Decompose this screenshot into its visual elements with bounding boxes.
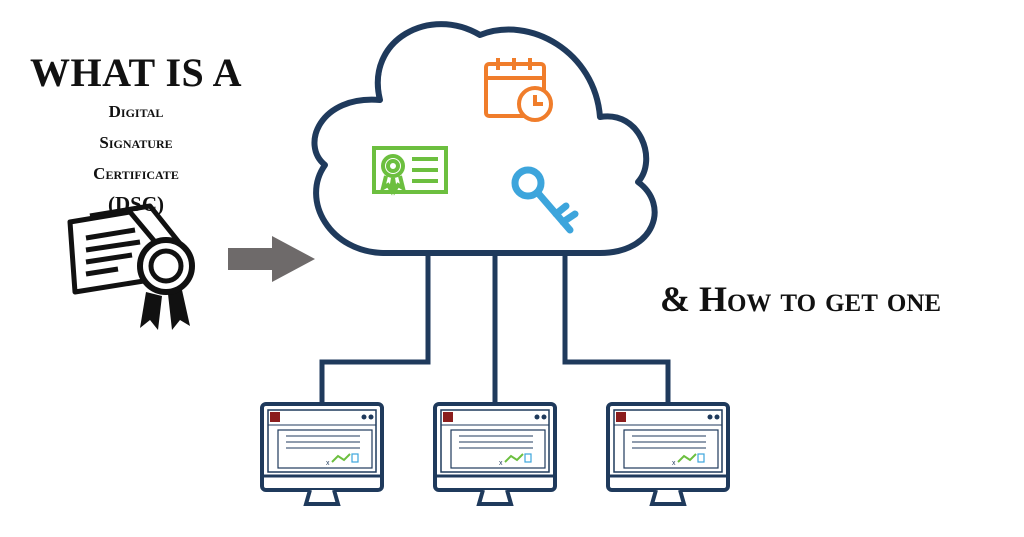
heading-line-4: Certificate [93, 164, 179, 183]
user-icon [524, 453, 532, 463]
tagline: & How to get one [660, 279, 942, 319]
window-dot-icon [714, 414, 720, 420]
window-dot-icon [368, 414, 374, 420]
window-dot-icon [534, 414, 540, 420]
close-mark: x [326, 460, 330, 467]
cloud-icon [311, 21, 658, 256]
monitor-stand [476, 489, 514, 506]
app-logo-icon [270, 412, 280, 422]
window-dot-icon [707, 414, 713, 420]
signature-icon [331, 453, 351, 463]
computer-2: x [433, 402, 557, 506]
close-mark: x [499, 460, 503, 467]
app-logo-icon [443, 412, 453, 422]
heading-line-3: Signature [99, 133, 173, 152]
computer-1: x [260, 402, 384, 506]
computer-3: x [606, 402, 730, 506]
monitor-stand [649, 489, 687, 506]
heading: WHAT IS A Digital Signature Certificate … [20, 50, 252, 220]
window-dot-icon [361, 414, 367, 420]
monitor-stand [303, 489, 341, 506]
arrow-right-icon [228, 236, 315, 282]
close-mark: x [672, 460, 676, 467]
certificate-card-icon [372, 146, 448, 196]
certificate-document-icon [67, 203, 195, 330]
calendar-clock-icon [484, 58, 553, 122]
app-logo-icon [616, 412, 626, 422]
user-icon [351, 453, 359, 463]
network-lines [319, 252, 671, 406]
heading-line-1: WHAT IS A [30, 50, 242, 95]
signature-icon [677, 453, 697, 463]
user-icon [697, 453, 705, 463]
signature-icon [504, 453, 524, 463]
window-dot-icon [541, 414, 547, 420]
key-icon [511, 166, 579, 234]
heading-line-2: Digital [108, 102, 164, 121]
